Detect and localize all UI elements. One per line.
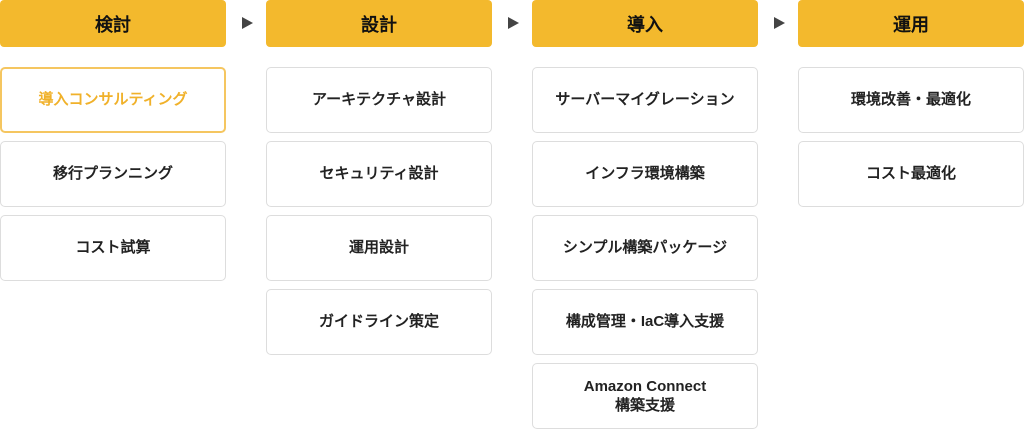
service-card[interactable]: 導入コンサルティング — [0, 67, 226, 133]
service-card[interactable]: 構成管理・IaC導入支援 — [532, 289, 758, 355]
phase-header: 検討 — [0, 0, 226, 47]
service-card[interactable]: インフラ環境構築 — [532, 141, 758, 207]
phase-column: 導入サーバーマイグレーションインフラ環境構築シンプル構築パッケージ構成管理・Ia… — [532, 0, 758, 429]
phase-column: 設計アーキテクチャ設計セキュリティ設計運用設計ガイドライン策定 — [266, 0, 492, 355]
service-card[interactable]: 環境改善・最適化 — [798, 67, 1024, 133]
service-card-label: サーバーマイグレーション — [555, 91, 735, 109]
service-card-label: Amazon Connect — [583, 377, 707, 395]
phase-header: 設計 — [266, 0, 492, 47]
service-card[interactable]: セキュリティ設計 — [266, 141, 492, 207]
service-card[interactable]: 運用設計 — [266, 215, 492, 281]
service-card-label: インフラ環境構築 — [585, 165, 705, 183]
service-card-label: 構成管理・IaC導入支援 — [565, 313, 725, 331]
service-card-label: 環境改善・最適化 — [850, 91, 971, 109]
service-card[interactable]: Amazon Connect 構築支援 — [532, 363, 758, 429]
arrow-right-icon — [242, 17, 253, 29]
service-card[interactable]: ガイドライン策定 — [266, 289, 492, 355]
service-card-label: 運用設計 — [348, 239, 409, 257]
service-card[interactable]: シンプル構築パッケージ — [532, 215, 758, 281]
service-card[interactable]: コスト最適化 — [798, 141, 1024, 207]
service-card-label: コスト試算 — [75, 239, 151, 257]
service-card-label: 導入コンサルティング — [38, 91, 188, 109]
service-card[interactable]: サーバーマイグレーション — [532, 67, 758, 133]
phase-header: 導入 — [532, 0, 758, 47]
service-card-label: 移行プランニング — [52, 165, 173, 183]
service-card-label: 構築支援 — [614, 397, 675, 414]
service-card-label: アーキテクチャ設計 — [312, 91, 446, 109]
service-card-label: ガイドライン策定 — [318, 313, 439, 331]
phase-column: 検討導入コンサルティング移行プランニングコスト試算 — [0, 0, 226, 281]
service-card[interactable]: 移行プランニング — [0, 141, 226, 207]
service-card-label: シンプル構築パッケージ — [562, 239, 728, 257]
arrow-right-icon — [508, 17, 519, 29]
service-card-label: セキュリティ設計 — [319, 165, 439, 183]
service-card[interactable]: コスト試算 — [0, 215, 226, 281]
phase-header: 運用 — [798, 0, 1024, 47]
phase-column: 運用環境改善・最適化コスト最適化 — [798, 0, 1024, 207]
arrow-right-icon — [774, 17, 785, 29]
service-card-label: コスト最適化 — [865, 165, 956, 183]
service-card[interactable]: アーキテクチャ設計 — [266, 67, 492, 133]
